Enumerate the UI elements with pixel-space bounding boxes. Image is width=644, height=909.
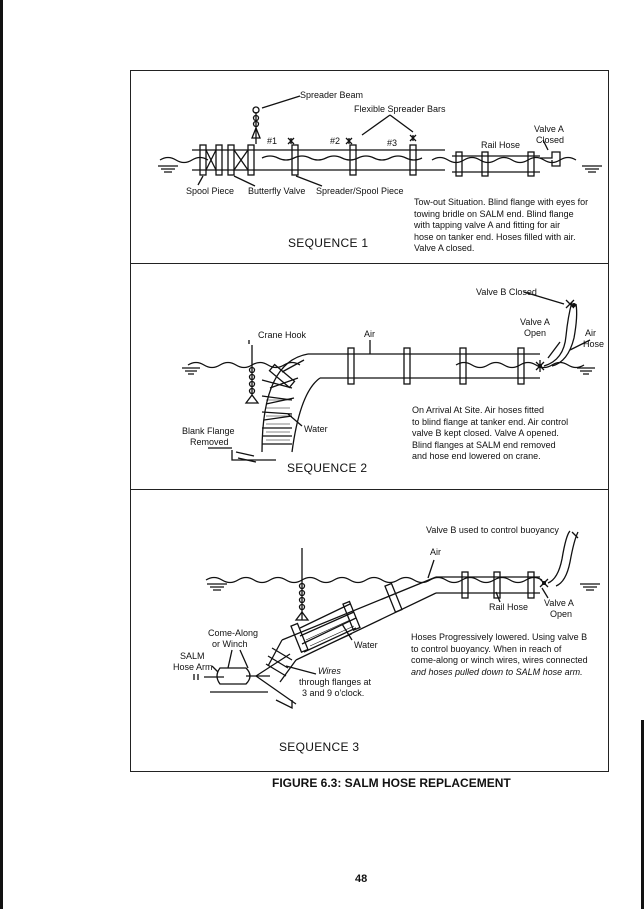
seq1-drawing (158, 95, 602, 187)
label-open-3: Open (550, 609, 573, 619)
label-valve-a-1: Valve A (534, 124, 564, 134)
label-wires-a: Wires (318, 666, 341, 676)
figure-frame (130, 70, 609, 772)
label-bar-1: #1 (267, 136, 278, 146)
label-bar-2: #2 (330, 136, 341, 146)
label-wires-b: through flanges at (299, 677, 372, 687)
sequence1-title: SEQUENCE 1 (288, 236, 369, 250)
label-wires-c: 3 and 9 o'clock. (302, 688, 365, 698)
desc2-line: On Arrival At Site. Air hoses fitted (412, 405, 545, 415)
sequence3-title: SEQUENCE 3 (279, 740, 360, 754)
sequence2-title: SEQUENCE 2 (287, 461, 368, 475)
label-valve-b-buoyancy: Valve B used to control buoyancy (426, 525, 559, 535)
label-air-2: Air (364, 329, 375, 339)
desc3-line: to control buoyancy. When in reach of (411, 643, 562, 654)
label-air-3: Air (430, 547, 441, 557)
label-rail-hose-1: Rail Hose (481, 140, 521, 150)
desc1-line: Tow-out Situation. Blind flange with eye… (414, 197, 589, 207)
desc1-line: towing bridle on SALM end. Blind flange (414, 208, 574, 219)
label-open-2: Open (524, 328, 547, 338)
label-blank-flange-a: Blank Flange (182, 426, 235, 436)
sequence3-description: Hoses Progressively lowered. Using valve… (411, 632, 588, 678)
label-spool-piece: Spool Piece (186, 186, 235, 196)
label-spreader-beam: Spreader Beam (300, 90, 364, 100)
desc3-line: come-along or winch wires, wires connect… (411, 655, 588, 665)
label-valve-a-2: Valve A (520, 317, 550, 327)
sequence-divider-1 (130, 263, 609, 264)
seq3-drawing (193, 530, 600, 710)
sequence-divider-2 (130, 489, 609, 490)
sequence2-description: On Arrival At Site. Air hoses fitted to … (412, 405, 568, 463)
label-blank-flange-b: Removed (190, 437, 229, 447)
label-air-hose-a: Air (585, 328, 596, 338)
label-bar-3: #3 (387, 138, 398, 148)
label-valve-b-closed: Valve B Closed (476, 287, 537, 297)
desc1-line: with tapping valve A and fitting for air (414, 220, 561, 230)
desc1-line: hose on tanker end. Hoses filled with ai… (414, 231, 576, 242)
label-flexible-spreader-bars: Flexible Spreader Bars (354, 104, 446, 114)
desc2-line: and hose end lowered on crane. (412, 451, 541, 461)
label-salm-a: SALM (180, 651, 205, 661)
scan-edge-right (641, 720, 644, 909)
label-valve-a-3: Valve A (544, 598, 574, 608)
desc2-line: valve B kept closed. Valve A opened. (412, 428, 559, 438)
figure-caption: FIGURE 6.3: SALM HOSE REPLACEMENT (272, 776, 511, 790)
page-number: 48 (355, 873, 368, 885)
label-butterfly-valve: Butterfly Valve (248, 186, 306, 196)
desc2-line: Blind flanges at SALM end removed (412, 439, 556, 450)
label-water-3: Water (354, 640, 378, 650)
label-rail-hose-3: Rail Hose (489, 602, 529, 612)
label-come-along-a: Come-Along (208, 628, 259, 638)
scan-edge-left (0, 0, 3, 909)
label-water-2: Water (304, 424, 328, 434)
sequence1-description: Tow-out Situation. Blind flange with eye… (414, 197, 588, 255)
label-crane-hook: Crane Hook (258, 330, 307, 340)
label-salm-b: Hose Arm (173, 662, 213, 672)
label-spreader-spool-piece: Spreader/Spool Piece (316, 186, 404, 196)
desc3-line: and hoses pulled down to SALM hose arm. (411, 666, 583, 677)
desc3-line: Hoses Progressively lowered. Using valve… (411, 632, 588, 642)
desc2-line: to blind flange at tanker end. Air contr… (412, 416, 569, 427)
label-come-along-b: or Winch (212, 639, 248, 649)
seq2-drawing (182, 291, 595, 463)
label-closed-1: Closed (536, 135, 565, 145)
label-air-hose-b: Hose (583, 339, 605, 349)
desc1-line: Valve A closed. (414, 243, 475, 253)
